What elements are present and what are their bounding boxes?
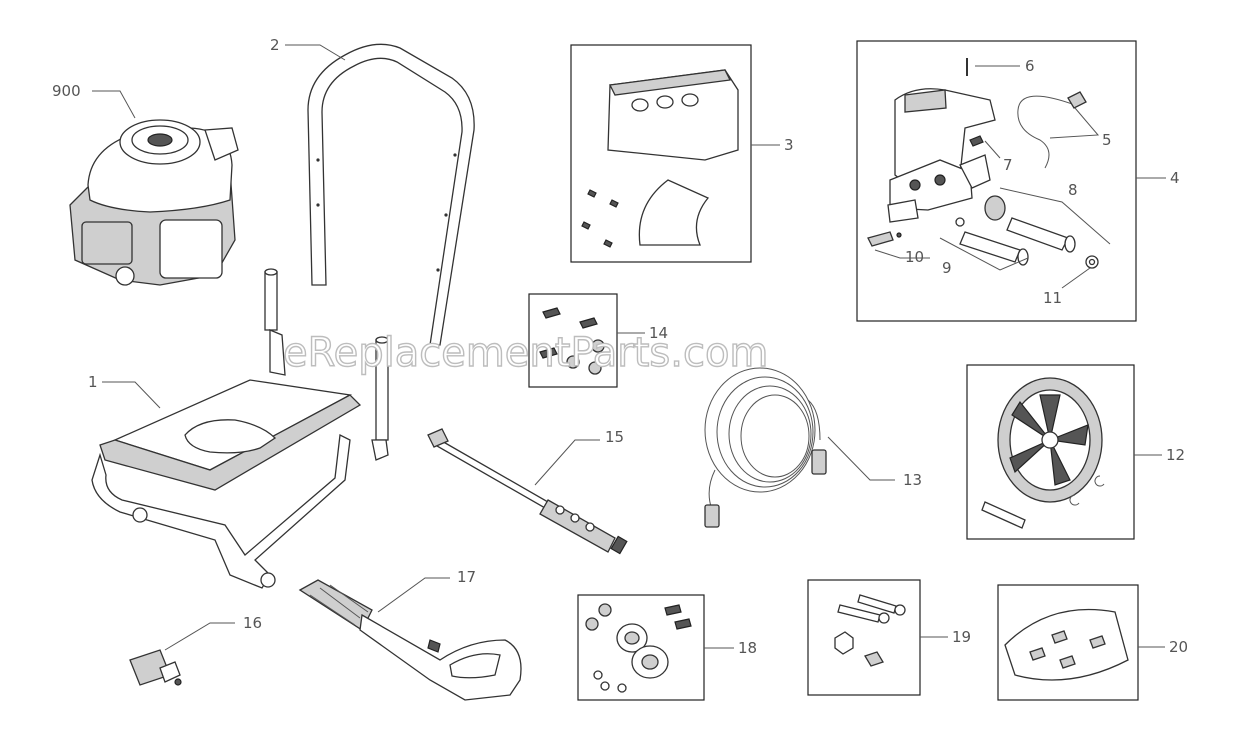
callout-label-3: 3: [784, 136, 794, 154]
part-piston-8[interactable]: [984, 195, 1076, 253]
callout-15: 15: [534, 428, 624, 486]
callout-label-19: 19: [952, 628, 971, 646]
part-bolt-kit-19[interactable]: [834, 594, 906, 667]
callout-11: 11: [1043, 267, 1091, 307]
part-handle[interactable]: [307, 43, 475, 346]
callout-2: 2: [270, 36, 346, 61]
callout-label-1: 1: [88, 373, 98, 391]
part-frame[interactable]: [91, 268, 389, 589]
callout-10: 10: [874, 248, 930, 266]
callout-label-8: 8: [1068, 181, 1078, 199]
callout-label-16: 16: [243, 614, 262, 632]
callout-13: 13: [827, 436, 922, 489]
part-piston-9[interactable]: [955, 217, 1029, 266]
callout-19: 19: [920, 628, 971, 646]
callout-label-2: 2: [270, 36, 280, 54]
callout-label-4: 4: [1170, 169, 1180, 187]
callout-8: 8: [999, 181, 1111, 245]
callout-5: 5: [1049, 107, 1112, 149]
watermark: eReplacementParts.com: [283, 330, 768, 376]
kit-box-14: [528, 293, 618, 388]
callout-label-17: 17: [457, 568, 476, 586]
callout-label-6: 6: [1025, 57, 1035, 75]
callout-1: 1: [88, 373, 161, 409]
part-pressure-hose-assembly[interactable]: [1017, 91, 1087, 169]
callout-label-9: 9: [942, 259, 952, 277]
callout-label-13: 13: [903, 471, 922, 489]
part-quick-connect-nozzle[interactable]: [129, 649, 182, 686]
part-pump[interactable]: [887, 88, 996, 223]
callout-label-15: 15: [605, 428, 624, 446]
callout-label-900: 900: [52, 82, 81, 100]
callout-20: 20: [1138, 638, 1188, 656]
part-high-pressure-hose[interactable]: [704, 367, 827, 528]
callout-17: 17: [377, 568, 476, 613]
callout-label-14: 14: [649, 324, 668, 342]
part-seal-kit-18[interactable]: [585, 603, 692, 693]
callout-7: 7: [984, 140, 1013, 174]
part-hardware-kit-14[interactable]: [539, 307, 605, 375]
part-engine-bracket[interactable]: [581, 69, 739, 248]
callout-16: 16: [164, 614, 262, 651]
callout-label-10: 10: [905, 248, 924, 266]
callout-label-5: 5: [1102, 131, 1112, 149]
callout-label-11: 11: [1043, 289, 1062, 307]
callout-4: 4: [1136, 169, 1180, 187]
part-spray-wand[interactable]: [427, 428, 628, 555]
callout-18: 18: [704, 639, 757, 657]
callout-9: 9: [939, 237, 1029, 277]
part-screw-7[interactable]: [969, 135, 984, 147]
callout-label-20: 20: [1169, 638, 1188, 656]
part-fitting-10[interactable]: [867, 231, 902, 247]
callout-3: 3: [751, 136, 794, 154]
callout-12: 12: [1134, 446, 1185, 464]
callout-label-12: 12: [1166, 446, 1185, 464]
part-seal-11[interactable]: [1085, 255, 1099, 269]
callout-900: 900: [52, 82, 136, 119]
part-wheel[interactable]: [981, 377, 1105, 529]
part-fitting-bag-20[interactable]: [1004, 608, 1129, 681]
callout-6: 6: [975, 57, 1035, 75]
part-spray-gun[interactable]: [298, 579, 522, 701]
callout-14: 14: [617, 324, 668, 342]
callout-label-7: 7: [1003, 156, 1013, 174]
part-engine[interactable]: [69, 119, 239, 286]
callout-label-18: 18: [738, 639, 757, 657]
